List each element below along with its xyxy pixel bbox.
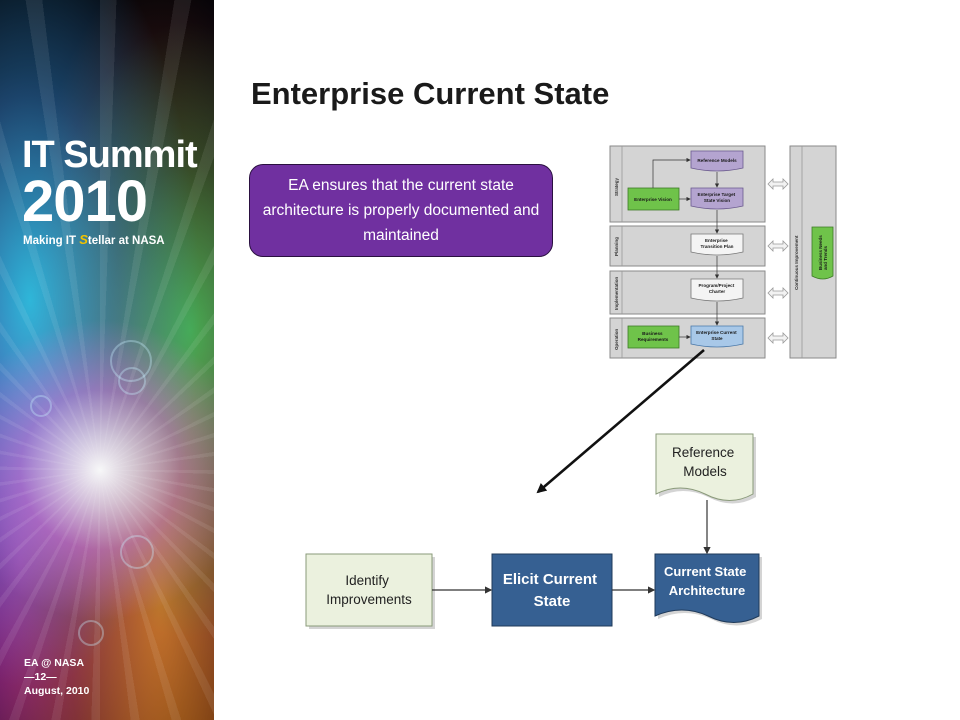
current-state-architecture-line2: Architecture: [669, 583, 746, 598]
tagline-stellar-s: S: [79, 232, 88, 247]
footer-date: August, 2010: [24, 685, 90, 697]
footer-org: EA @ NASA: [24, 657, 85, 669]
reference-models-line1: Reference: [672, 445, 734, 460]
slide-footer: EA @ NASA —12— August, 2010: [24, 656, 89, 698]
double-arrow-icon: [767, 240, 789, 252]
overview-transition-plan-label: Enterprise Transition Plan: [701, 238, 734, 249]
tagline-prefix: Making IT: [23, 235, 80, 247]
overview-current-state-line1: Enterprise Current: [696, 330, 737, 335]
business-needs-box: [811, 226, 834, 280]
overview-transition-plan-line2: Transition Plan: [701, 244, 734, 249]
identify-improvements-box: [305, 553, 433, 627]
page-title: Enterprise Current State: [251, 76, 610, 111]
footer-page-number: —12—: [24, 671, 57, 683]
reference-models-line2: Models: [683, 464, 727, 479]
current-state-architecture-line1: Current State: [664, 564, 746, 579]
business-needs-line1: Business Needs: [818, 235, 823, 270]
elicit-current-state-line2: State: [534, 593, 571, 610]
overview-business-requirements-line1: Business: [642, 331, 663, 336]
banner-bubble: [78, 620, 104, 646]
overview-reference-models-label: Reference Models: [697, 158, 737, 163]
logo-title: IT Summit: [22, 134, 198, 176]
overview-charter-line1: Program/Project: [698, 283, 734, 288]
current-state-architecture-label: Current State Architecture: [664, 564, 750, 598]
overview-transition-plan: [690, 233, 744, 256]
overview-target-state: [690, 187, 744, 210]
current-state-architecture-doc: [654, 553, 760, 623]
banner-bubble: [118, 367, 146, 395]
lane-label-implementation: Implementation: [614, 276, 619, 310]
overview-charter: [690, 278, 744, 302]
current-state-flow: Reference Models Identify Improvements E…: [305, 433, 762, 629]
overview-current-state-label: Enterprise Current State: [696, 330, 738, 341]
lane-label-planning: Planning: [614, 237, 619, 256]
identify-improvements-line1: Identify: [345, 573, 389, 588]
lane-connector-arrows: [767, 178, 789, 344]
reference-models-doc: [655, 433, 754, 501]
double-arrow-icon: [767, 332, 789, 344]
continuous-improvement-label: Continuous Improvement: [794, 235, 799, 290]
connector: [652, 157, 691, 188]
identify-improvements-label: Identify Improvements: [326, 573, 412, 607]
overview-enterprise-vision-label: Enterprise Vision: [634, 197, 672, 202]
banner-bubble: [120, 535, 154, 569]
zoom-pointer-arrow: [536, 349, 705, 494]
overview-current-state-line2: State: [711, 336, 723, 341]
double-arrow-icon: [767, 178, 789, 190]
double-arrow-icon: [767, 287, 789, 299]
overview-charter-line2: Charter: [709, 289, 726, 294]
ea-process-overview: Strategy Planning Implementation Operati…: [609, 145, 837, 359]
summit-banner: IT Summit 2010 Making IT Stellar at NASA…: [0, 0, 214, 720]
tagline-stellar: tellar: [87, 235, 116, 247]
elicit-current-state-line1: Elicit Current: [503, 571, 597, 588]
callout-text: EA ensures that the current state archit…: [262, 177, 540, 244]
identify-improvements-line2: Improvements: [326, 592, 412, 607]
overview-target-state-label: Enterprise Target State Vision: [698, 192, 737, 203]
elicit-current-state-label: Elicit Current State: [503, 571, 601, 610]
logo-year: 2010: [22, 169, 148, 234]
business-needs-label: Business Needs and Trends: [818, 234, 828, 270]
lane-label-operation: Operation: [614, 328, 619, 350]
overview-target-state-line2: State Vision: [704, 198, 730, 203]
lane-label-strategy: Strategy: [614, 177, 619, 196]
banner-bubble: [30, 395, 52, 417]
overview-business-requirements-line2: Requirements: [638, 337, 669, 342]
business-needs-line2: and Trends: [823, 245, 828, 270]
overview-charter-label: Program/Project Charter: [698, 283, 735, 294]
tagline-suffix: at NASA: [115, 235, 165, 247]
overview-current-state: [690, 325, 744, 348]
overview-target-state-line1: Enterprise Target: [698, 192, 736, 197]
overview-business-requirements-label: Business Requirements: [638, 331, 669, 342]
reference-models-label: Reference Models: [672, 445, 738, 479]
overview-connectors: [652, 157, 720, 340]
callout-box: EA ensures that the current state archit…: [249, 164, 553, 257]
elicit-current-state-box: [491, 553, 613, 627]
logo-tagline: Making IT Stellar at NASA: [23, 232, 165, 247]
banner-light-rays: [0, 0, 214, 720]
flow-connectors: [432, 500, 711, 594]
overview-transition-plan-line1: Enterprise: [705, 238, 728, 243]
overview-reference-models: [690, 150, 744, 172]
